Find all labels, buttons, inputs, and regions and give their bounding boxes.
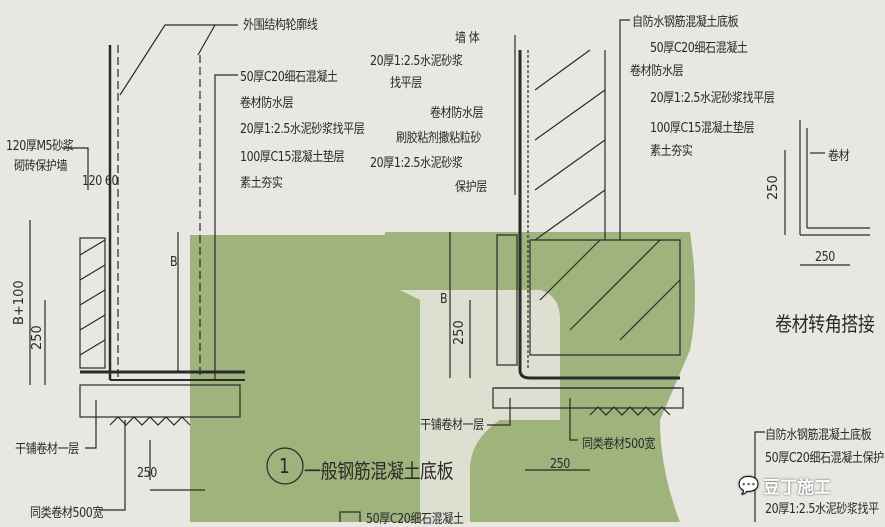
left-layer: 素土夯实 [240,176,283,191]
detail-title: 一般钢筋混凝土底板 [304,459,454,483]
middle-label: 20厚1:2.5水泥砂浆 [370,156,463,171]
dim-label: B+100 [12,280,27,325]
wall-label: 120厚M5砂浆 [6,139,74,154]
dim-label: B [440,292,448,307]
left-layer: 20厚1:2.5水泥砂浆找平层 [240,122,365,137]
membrane-label: 同类卷材500宽 [582,437,655,452]
right-layer: 20厚1:2.5水泥砂浆找平层 [650,91,775,106]
dim-label: 250 [30,325,45,350]
left-layer: 50厚C20细石混凝土 [240,70,338,85]
bottom-right-layer: 自防水钢筋混凝土底板 [765,428,872,443]
dim-label: B [170,255,178,270]
wechat-icon: 💬 [738,475,760,496]
watermark-logo: 💬 豆丁施工 [738,473,832,499]
middle-label: 找平层 [390,76,422,91]
bottom-right-layer: 50厚C20细石混凝土保护 [765,451,884,466]
dim-label: 250 [452,320,467,345]
membrane-label: 同类卷材500宽 [30,506,103,521]
right-layer: 自防水钢筋混凝土底板 [632,15,739,30]
dry-layer-label: 干铺卷材一层 [15,442,79,457]
dim-label: 120 60 [82,174,119,189]
dim-label: 250 [550,457,570,472]
dry-layer-label: 干铺卷材一层 [420,418,484,433]
watermark-text: 豆丁施工 [763,478,832,498]
outline-label: 外围结构轮廓线 [243,18,318,33]
dim-label: 250 [815,250,835,265]
bottom-partial-label: 50厚C20细石混凝土 [366,512,464,527]
corner-label: 卷材 [828,149,850,164]
middle-label: 刷胶粘剂撒粘粒砂 [396,131,482,146]
left-layer: 100厚C15混凝土垫层 [240,150,345,165]
wall-label: 砌砖保护墙 [14,159,68,174]
middle-label: 保护层 [455,180,487,195]
middle-label: 卷材防水层 [430,106,484,121]
corner-caption: 卷材转角搭接 [775,312,875,336]
detail-number: 1 [279,454,290,478]
right-layer: 素土夯实 [650,144,693,159]
right-layer: 卷材防水层 [630,64,684,79]
middle-label: 20厚1:2.5水泥砂浆 [370,54,463,69]
bottom-right-layer: 20厚1:2.5水泥砂浆找平 [765,502,879,517]
dim-label: 250 [766,175,781,200]
left-layer: 卷材防水层 [240,96,294,111]
right-layer: 50厚C20细石混凝土 [650,41,748,56]
dim-label: 250 [137,466,157,481]
right-layer: 100厚C15混凝土垫层 [650,121,755,136]
middle-label: 墙 体 [455,31,480,46]
